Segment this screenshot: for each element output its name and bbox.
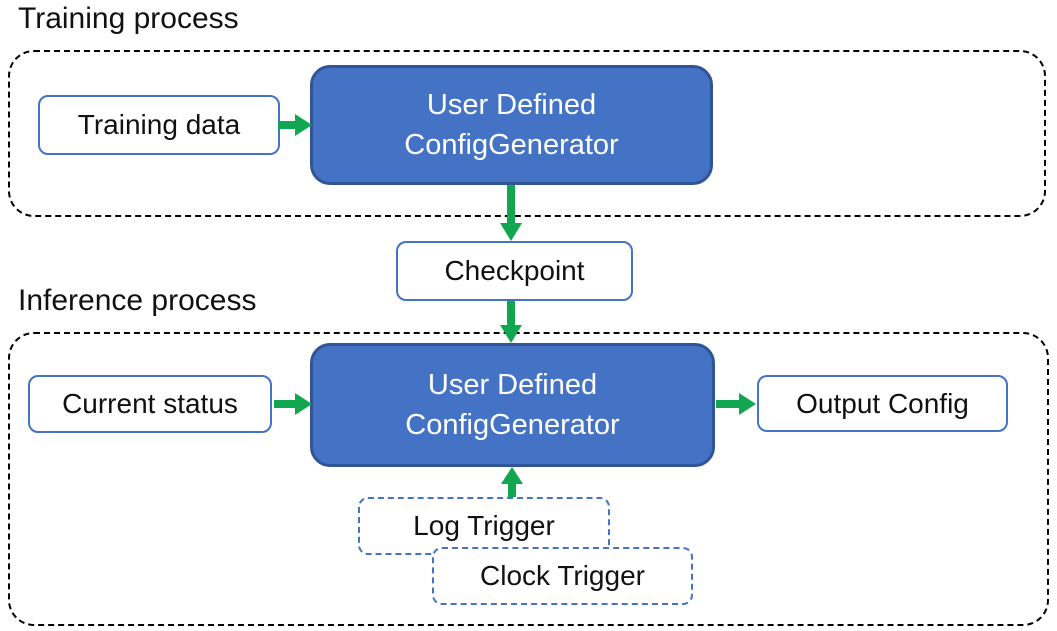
inference-process-container <box>8 332 1049 626</box>
arrow-head-down-icon <box>500 325 522 343</box>
training-process-label: Training process <box>18 2 239 35</box>
training-config-generator-line1: User Defined <box>426 89 597 121</box>
inference-config-generator-line2: ConfigGenerator <box>405 409 620 441</box>
training-config-generator-line2: ConfigGenerator <box>404 129 619 161</box>
log-trigger-label: Log Trigger <box>413 510 555 541</box>
log-trigger-box: Log Trigger <box>358 497 610 555</box>
arrow-head-up-icon <box>501 467 523 484</box>
arrow-shaft <box>508 482 516 497</box>
inference-config-generator-line1: User Defined <box>427 369 598 401</box>
arrow-shaft <box>278 121 298 129</box>
inference-config-generator-box: User Defined ConfigGenerator <box>310 343 715 467</box>
arrow-head-right-icon <box>739 393 756 415</box>
checkpoint-label: Checkpoint <box>444 255 585 286</box>
arrow-shaft <box>507 301 515 327</box>
arrow-shaft <box>716 400 742 408</box>
clock-trigger-box: Clock Trigger <box>432 547 693 605</box>
clock-trigger-label: Clock Trigger <box>480 560 645 591</box>
arrow-head-down-icon <box>500 223 522 241</box>
arrow-shaft <box>274 400 298 408</box>
arrow-head-right-icon <box>295 114 312 136</box>
current-status-box: Current status <box>28 375 272 433</box>
training-data-label: Training data <box>77 109 241 140</box>
inference-process-label: Inference process <box>18 284 257 317</box>
output-config-box: Output Config <box>757 375 1008 432</box>
arrow-head-right-icon <box>295 393 312 415</box>
output-config-label: Output Config <box>796 387 969 419</box>
arrow-shaft <box>507 185 515 225</box>
training-data-box: Training data <box>38 95 280 155</box>
checkpoint-box: Checkpoint <box>396 241 633 301</box>
current-status-label: Current status <box>62 388 238 419</box>
training-config-generator-box: User Defined ConfigGenerator <box>310 65 713 185</box>
training-process-container <box>8 50 1046 217</box>
